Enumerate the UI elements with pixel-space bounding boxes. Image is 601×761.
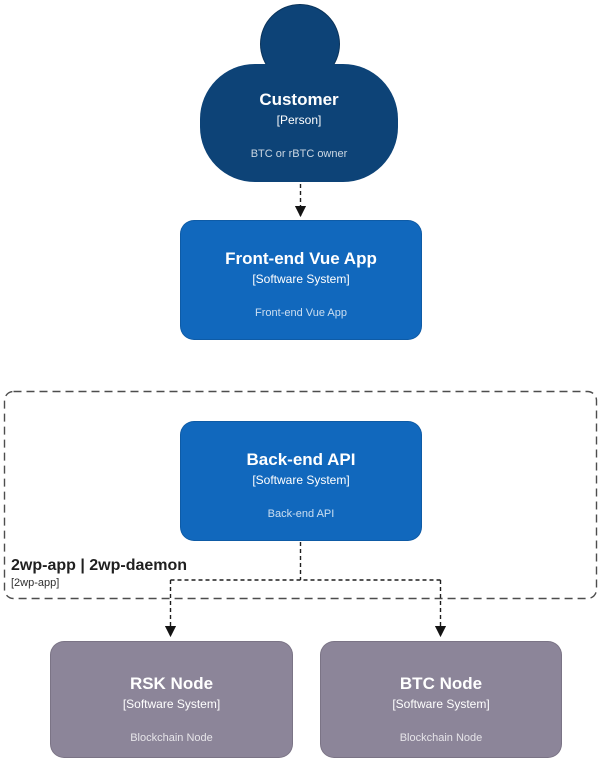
node-type: [Software System] <box>392 696 490 711</box>
node-rsk-node: RSK Node [Software System] Blockchain No… <box>50 641 293 758</box>
node-title: Front-end Vue App <box>225 249 377 268</box>
node-btc-node: BTC Node [Software System] Blockchain No… <box>320 641 562 758</box>
node-description: Front-end Vue App <box>255 306 347 319</box>
node-customer: Customer [Person] BTC or rBTC owner <box>200 64 398 182</box>
node-description: Back-end API <box>267 507 335 520</box>
node-type: [Software System] <box>252 472 350 487</box>
node-type: [Software System] <box>122 696 221 711</box>
node-title: Back-end API <box>246 450 356 469</box>
node-title: RSK Node <box>129 674 214 693</box>
node-backend-api: Back-end API [Software System] Back-end … <box>180 421 422 541</box>
node-frontend-vue-app: Front-end Vue App [Software System] Fron… <box>180 220 422 340</box>
node-description: Blockchain Node <box>130 731 213 744</box>
boundary-2wp-app <box>3 390 598 600</box>
boundary-subtitle: [2wp-app] <box>11 577 60 590</box>
node-description: BTC or rBTC owner <box>250 147 348 160</box>
boundary-title: 2wp-app | 2wp-daemon <box>11 557 188 574</box>
node-title: Customer <box>259 90 339 109</box>
node-title: BTC Node <box>399 674 483 693</box>
node-description: Blockchain Node <box>399 731 483 744</box>
node-type: [Software System] <box>252 271 350 286</box>
boundary-label: 2wp-app | 2wp-daemon [2wp-app] <box>11 556 187 589</box>
node-type: [Person] <box>276 112 322 127</box>
